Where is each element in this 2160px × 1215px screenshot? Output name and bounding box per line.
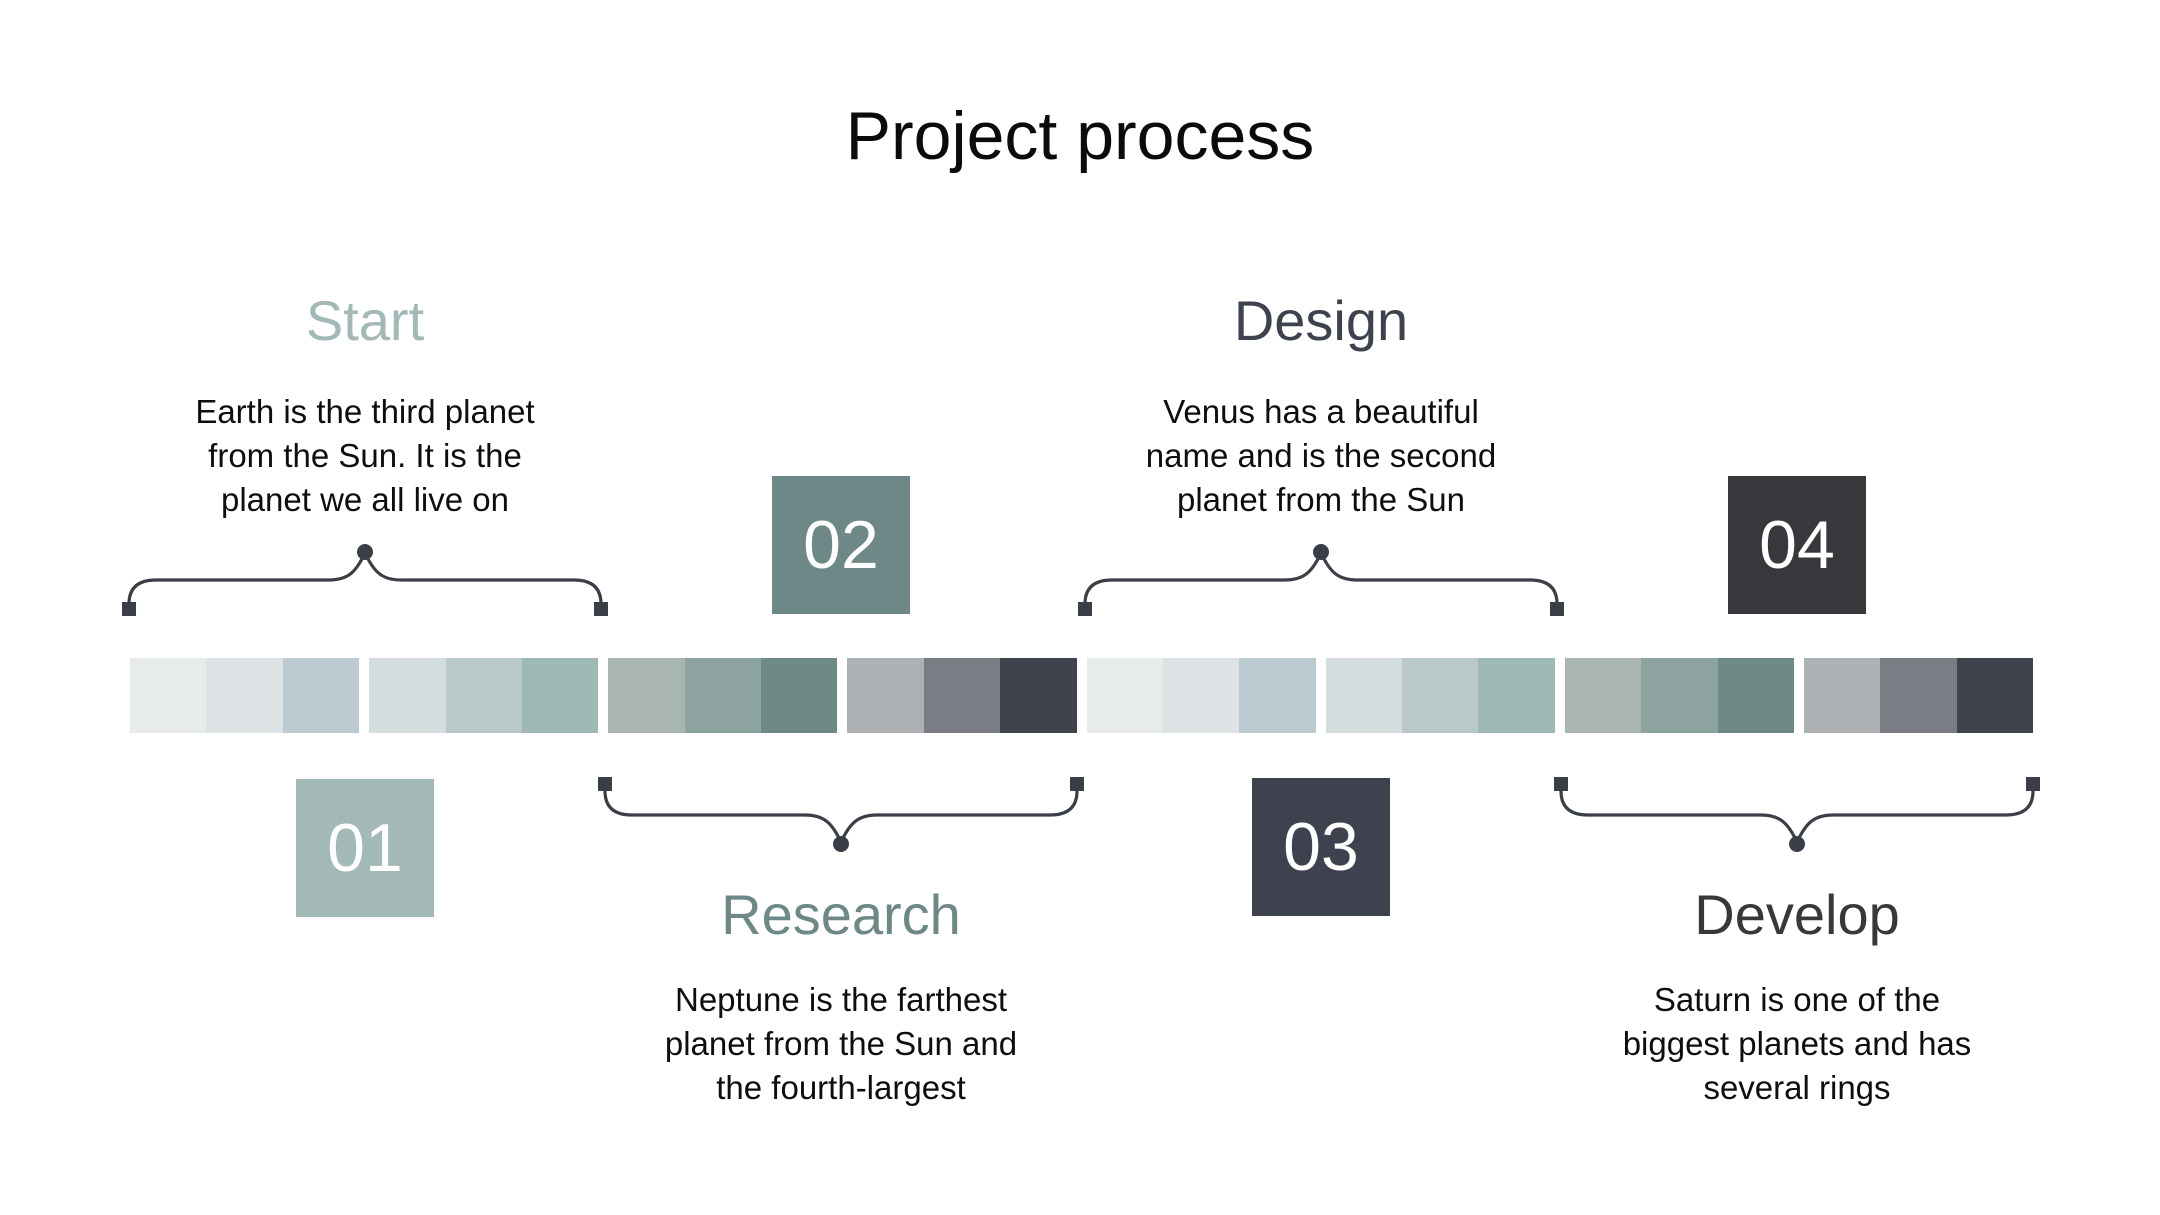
timeline-segment bbox=[1000, 658, 1077, 733]
stage-number-label: 02 bbox=[803, 507, 879, 583]
stage-start-description-line: Earth is the third planet bbox=[195, 393, 535, 430]
timeline-segment bbox=[1162, 658, 1240, 733]
stage-number-box-02: 02 bbox=[772, 476, 910, 614]
stage-develop-description-line: several rings bbox=[1703, 1069, 1891, 1106]
stage-develop-description-line: biggest planets and has bbox=[1622, 1025, 1972, 1062]
timeline-segment bbox=[1717, 658, 1794, 733]
brace-start bbox=[122, 544, 608, 616]
stage-develop-heading: Develop bbox=[1694, 883, 1900, 946]
timeline-segment bbox=[1564, 658, 1642, 733]
timeline-segment bbox=[761, 658, 838, 733]
brace-center-dot bbox=[1313, 544, 1329, 560]
brace-end-square bbox=[1070, 777, 1084, 791]
timeline-segment bbox=[369, 658, 446, 733]
timeline-segment bbox=[282, 658, 360, 733]
timeline-group-1 bbox=[130, 658, 360, 733]
stage-start-description-line: from the Sun. It is the bbox=[208, 437, 522, 474]
timeline-segment bbox=[684, 658, 761, 733]
stage-research-description: Neptune is the farthest planet from the … bbox=[611, 978, 1071, 1110]
timeline-group-7 bbox=[1564, 658, 1794, 733]
timeline-group-5 bbox=[1086, 658, 1316, 733]
stage-design-description-line: name and is the second bbox=[1145, 437, 1497, 474]
brace-end-square bbox=[1550, 602, 1564, 616]
brace-center-dot bbox=[833, 836, 849, 852]
stage-design-description-line: Venus has a beautiful bbox=[1163, 393, 1479, 430]
brace-end-square bbox=[594, 602, 608, 616]
stage-number-box-03: 03 bbox=[1252, 778, 1390, 916]
timeline-segment bbox=[1803, 658, 1881, 733]
brace-center-dot bbox=[357, 544, 373, 560]
brace-end-square bbox=[1554, 777, 1568, 791]
timeline-segment bbox=[1478, 658, 1555, 733]
timeline-strip bbox=[130, 658, 2033, 733]
stage-number-label: 03 bbox=[1283, 809, 1359, 885]
stage-research-description-line: planet from the Sun and bbox=[664, 1025, 1018, 1062]
stage-start-description-line: planet we all live on bbox=[220, 481, 509, 518]
timeline-segment bbox=[1239, 658, 1316, 733]
timeline-group-3 bbox=[608, 658, 838, 733]
timeline-group-6 bbox=[1325, 658, 1555, 733]
stage-research-description-line: the fourth-largest bbox=[716, 1069, 966, 1106]
stage-research-heading: Research bbox=[721, 883, 961, 946]
timeline-segment bbox=[521, 658, 599, 733]
stage-number-label: 01 bbox=[327, 810, 403, 886]
timeline-segment bbox=[1880, 658, 1957, 733]
stage-number-label: 04 bbox=[1759, 507, 1835, 583]
stage-number-box-04: 04 bbox=[1728, 476, 1866, 614]
timeline-segment bbox=[1641, 658, 1718, 733]
stage-design-description-line: planet from the Sun bbox=[1176, 481, 1465, 518]
brace-end-square bbox=[1078, 602, 1092, 616]
timeline-segment bbox=[847, 658, 924, 733]
brace-research bbox=[598, 777, 1084, 852]
stage-design-description: Venus has a beautiful name and is the se… bbox=[1091, 390, 1551, 522]
timeline-segment bbox=[1086, 658, 1163, 733]
timeline-segment bbox=[608, 658, 685, 733]
timeline-group-8 bbox=[1803, 658, 2033, 733]
page-title: Project process bbox=[845, 98, 1315, 174]
timeline-segment bbox=[206, 658, 283, 733]
stage-start-description: Earth is the third planet from the Sun. … bbox=[135, 390, 595, 522]
timeline-segment bbox=[130, 658, 207, 733]
stage-develop-description-line: Saturn is one of the bbox=[1653, 981, 1941, 1018]
timeline-group-2 bbox=[369, 658, 599, 733]
timeline-segment bbox=[445, 658, 522, 733]
timeline-segment bbox=[1325, 658, 1402, 733]
brace-end-square bbox=[598, 777, 612, 791]
stage-start-heading: Start bbox=[305, 289, 425, 352]
stage-number-box-01: 01 bbox=[296, 779, 434, 917]
brace-center-dot bbox=[1789, 836, 1805, 852]
brace-end-square bbox=[122, 602, 136, 616]
timeline-segment bbox=[1956, 658, 2033, 733]
brace-develop bbox=[1554, 777, 2040, 852]
timeline-group-4 bbox=[847, 658, 1077, 733]
stage-develop-description: Saturn is one of the biggest planets and… bbox=[1567, 978, 2027, 1110]
stage-design-heading: Design bbox=[1233, 289, 1409, 352]
brace-end-square bbox=[2026, 777, 2040, 791]
timeline-segment bbox=[923, 658, 1001, 733]
timeline-segment bbox=[1402, 658, 1479, 733]
stage-research-description-line: Neptune is the farthest bbox=[674, 981, 1008, 1018]
brace-design bbox=[1078, 544, 1564, 616]
